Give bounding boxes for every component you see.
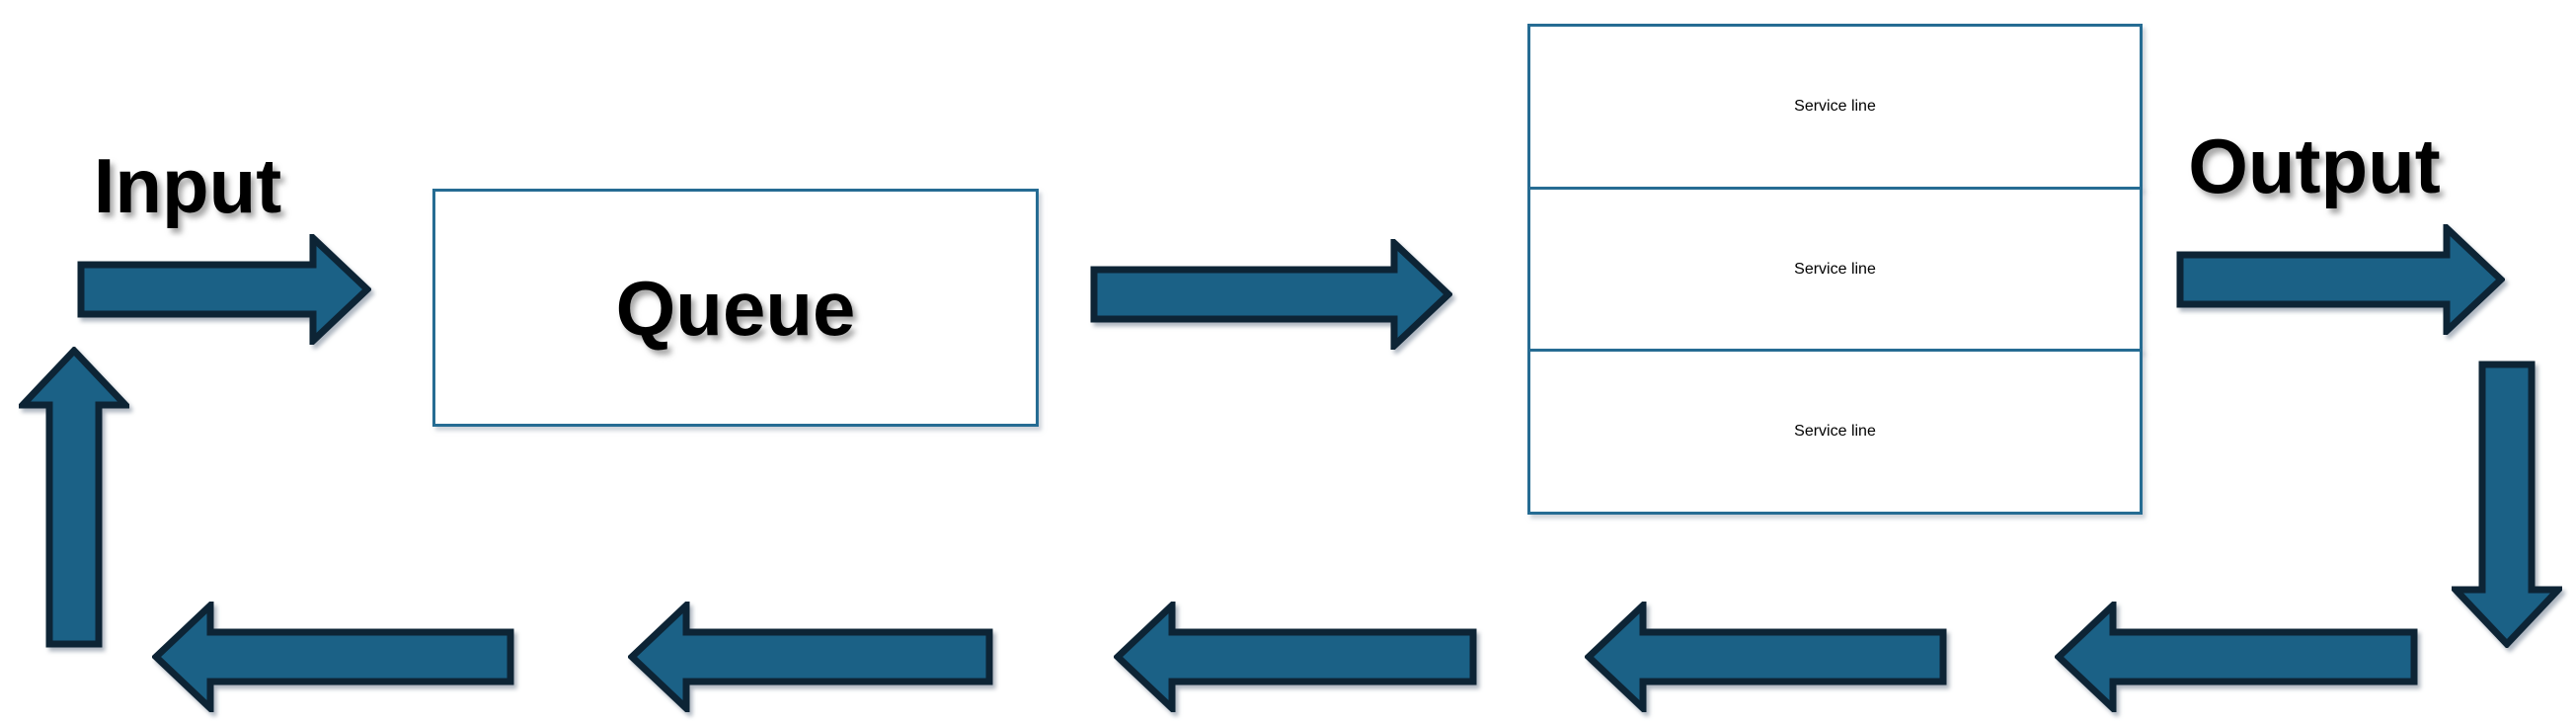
arrow-shape <box>19 347 129 648</box>
arrow-shape <box>1585 602 1947 712</box>
arrow-shape <box>628 602 993 712</box>
service-line-stack: Service line Service line Service line <box>1527 24 2143 516</box>
queue-box: Queue <box>432 189 1039 427</box>
arrow-shape <box>2055 602 2418 712</box>
arrow-shape <box>1090 239 1452 350</box>
arrow-shape <box>152 602 514 712</box>
feedback-left-arrow-5 <box>2055 602 2418 712</box>
service-line-box: Service line <box>1527 186 2143 353</box>
service-line-label: Service line <box>1794 97 1876 115</box>
arrow-shape <box>2176 224 2505 335</box>
service-line-label: Service line <box>1794 260 1876 278</box>
arrow-shape <box>1114 602 1477 712</box>
service-line-box: Service line <box>1527 349 2143 516</box>
arrow-shape <box>77 234 371 345</box>
output-label: Output <box>2188 122 2441 209</box>
input-arrow <box>77 234 371 345</box>
feedback-left-arrow-3 <box>1114 602 1477 712</box>
feedback-left-arrow-1 <box>152 602 514 712</box>
feedback-left-arrow-4 <box>1585 602 1947 712</box>
input-label: Input <box>93 142 282 229</box>
queue-box-label: Queue <box>615 264 856 352</box>
feedback-down-arrow <box>2452 361 2562 648</box>
output-arrow <box>2176 224 2505 335</box>
arrow-shape <box>2452 361 2562 648</box>
feedback-left-arrow-2 <box>628 602 993 712</box>
service-line-label: Service line <box>1794 423 1876 441</box>
feedback-up-arrow <box>19 347 129 648</box>
queue-to-service-arrow <box>1090 239 1452 350</box>
service-line-box: Service line <box>1527 24 2143 190</box>
